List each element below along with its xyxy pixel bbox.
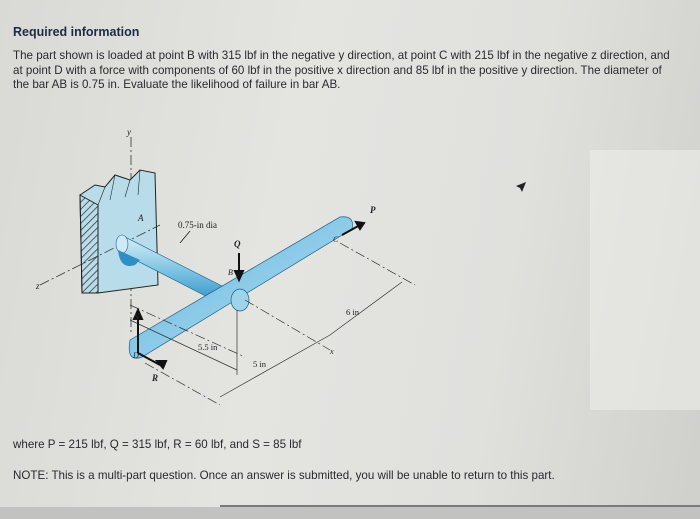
force-r-label: R	[151, 373, 158, 383]
point-c-label: C	[333, 235, 339, 244]
given-values: where P = 215 lbf, Q = 315 lbf, R = 60 l…	[13, 438, 302, 451]
force-p-label: P	[370, 205, 376, 215]
bar-ab-end	[115, 234, 129, 254]
divider	[220, 505, 700, 507]
dimension-5-in: 5 in	[253, 359, 267, 369]
y-axis-label: y	[126, 127, 131, 137]
wall-hatch	[79, 194, 99, 294]
force-arrows	[132, 220, 366, 370]
multi-part-note: NOTE: This is a multi-part question. Onc…	[13, 469, 555, 482]
screen-bezel	[0, 507, 700, 519]
point-a-label: A	[137, 213, 144, 223]
bar-ab-through-hole	[230, 288, 250, 312]
wall-edge	[97, 169, 141, 206]
dimension-lines	[129, 242, 416, 406]
force-s-label: S	[134, 312, 139, 322]
mouse-cursor-icon	[516, 182, 526, 192]
problem-statement: The part shown is loaded at point B with…	[13, 49, 670, 91]
lever-cd	[128, 216, 353, 359]
background-panel	[590, 150, 700, 410]
point-b-label: B	[228, 268, 233, 277]
diameter-label: 0.75-in dia	[178, 220, 217, 230]
point-d-label: D	[132, 351, 139, 360]
dimension-6-in: 6 in	[346, 307, 360, 317]
x-axis-label: x	[329, 347, 334, 356]
z-axis-label: z	[35, 281, 40, 291]
problem-figure: y z A 0.75-in dia Q B C P S D R 5.5 in	[35, 127, 416, 406]
fillet	[118, 250, 140, 266]
z-axis	[39, 224, 161, 286]
section-title: Required information	[13, 25, 140, 39]
force-q-label: Q	[234, 239, 241, 249]
dimension-5-5-in: 5.5 in	[198, 342, 218, 352]
